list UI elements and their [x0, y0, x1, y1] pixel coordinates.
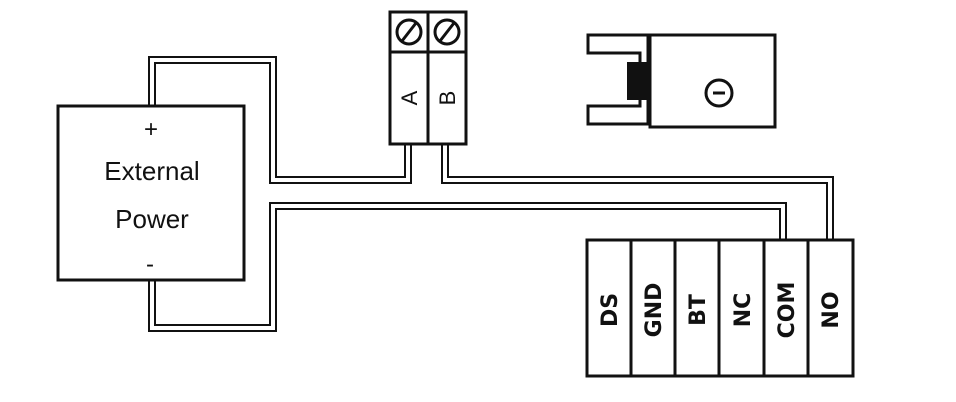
sensor-magnet [627, 62, 650, 100]
screw-a-icon [395, 18, 423, 46]
power-title-line1: External [104, 156, 199, 186]
wire-power-minus-to-com [148, 202, 787, 332]
power-symbol-icon [704, 78, 734, 108]
external-power-supply: + External Power - [56, 104, 246, 282]
power-title-line2: Power [115, 204, 189, 234]
terminal-com-label: COM [775, 282, 800, 339]
terminal-block: DS GND BT NC COM NO [585, 238, 855, 378]
terminal-gnd-label: GND [642, 283, 667, 338]
terminal-bt-label: BT [686, 294, 711, 326]
screw-b-icon [433, 18, 461, 46]
power-minus-label: - [146, 251, 154, 278]
ab-connector: A B [388, 10, 468, 146]
terminal-nc-label: NC [731, 293, 756, 328]
power-plus-label: + [144, 116, 158, 143]
door-sensor-unit [586, 33, 777, 129]
connector-a-label: A [397, 90, 422, 105]
wire-power-plus-to-a [148, 56, 412, 184]
connector-b-label: B [435, 91, 460, 106]
terminal-ds-label: DS [598, 293, 623, 327]
wire-b-to-no [441, 145, 834, 240]
terminal-no-label: NO [819, 291, 844, 328]
